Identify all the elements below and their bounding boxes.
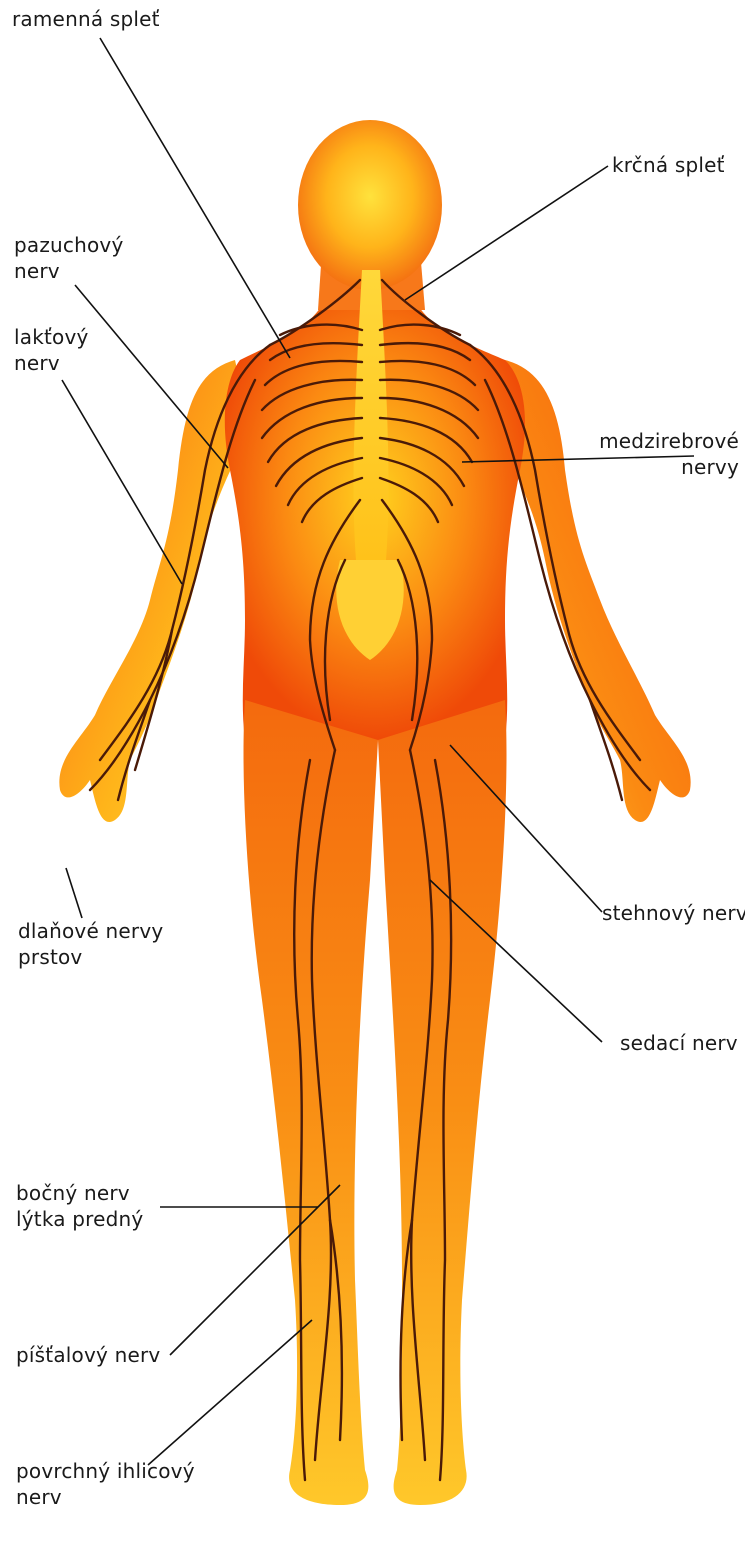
leader-ramenna-splet: [100, 38, 290, 358]
leader-laktovy-nerv: [62, 380, 182, 584]
label-bocny-nerv-lytka: bočný nerv lýtka predný: [16, 1180, 143, 1232]
label-pistalovy-nerv: píšťalový nerv: [16, 1342, 160, 1368]
label-medzirebrove-nervy: medzirebrové nervy: [599, 428, 739, 480]
leader-povrchny-nerv: [148, 1320, 312, 1465]
label-stehnovy-nerv: stehnový nerv: [602, 900, 745, 926]
label-dlanove-nervy-prstov: dlaňové nervy prstov: [18, 918, 163, 970]
label-pazuchovy-nerv: pazuchový nerv: [14, 232, 124, 284]
label-sedaci-nerv: sedací nerv: [620, 1030, 738, 1056]
label-ramenna-splet: ramenná spleť: [12, 6, 160, 32]
body-silhouette: [59, 120, 690, 1505]
label-povrchny-ihlicovy-nerv: povrchný ihlicový nerv: [16, 1458, 195, 1510]
label-krcna-splet: krčná spleť: [612, 152, 725, 178]
leader-dlanove-nervy: [66, 868, 82, 918]
label-laktovy-nerv: lakťový nerv: [14, 324, 89, 376]
